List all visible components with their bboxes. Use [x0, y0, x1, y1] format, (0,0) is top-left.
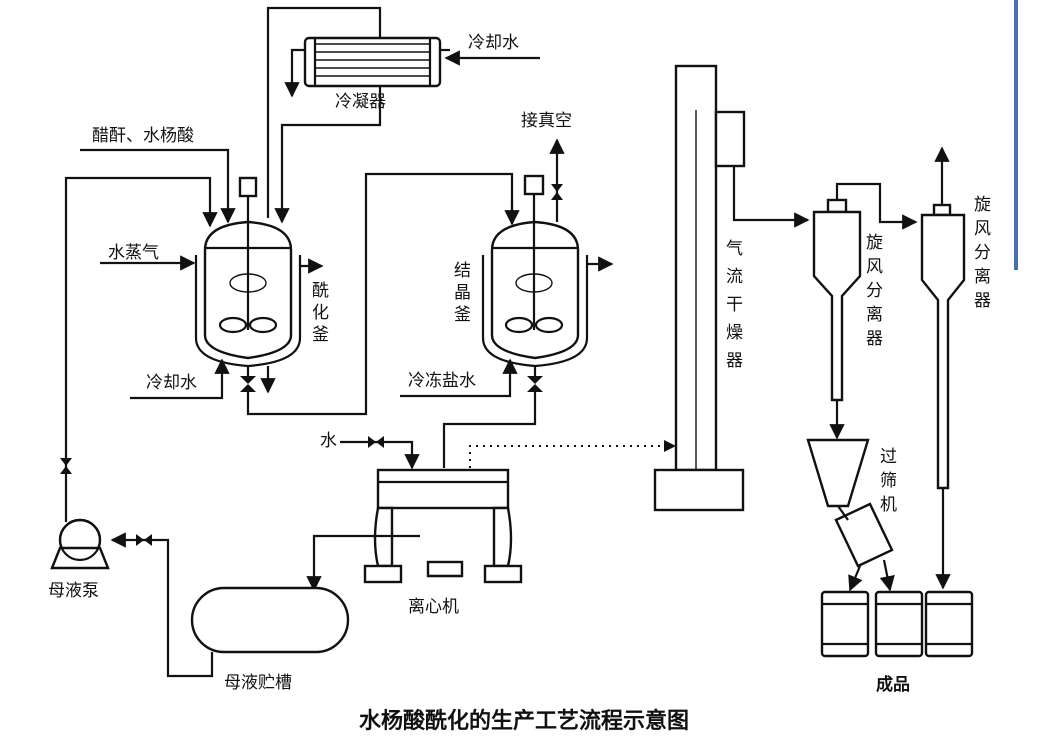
- solid-transfer-dotted-line: [469, 445, 664, 468]
- pump-return-to-kettle-pipe: [64, 176, 218, 522]
- cyclone1-to-cyclone2-pipe: [835, 182, 918, 230]
- product-drum-3: [924, 590, 974, 658]
- cyclone1-label-1: 旋: [866, 233, 883, 253]
- product-label: 成品: [876, 674, 910, 695]
- condensate-return-pipe: [274, 86, 382, 224]
- water-label: 水: [320, 431, 337, 451]
- cyclone1-label-5: 器: [866, 329, 883, 349]
- product-drum-2: [874, 590, 924, 658]
- cooling-water-top-label: 冷却水: [468, 33, 519, 53]
- sieve-label-1: 过: [880, 447, 897, 467]
- cyclone-separator-2: [920, 203, 966, 490]
- brine-pipe: [400, 358, 518, 398]
- feed-label: 醋酐、水杨酸: [92, 126, 194, 146]
- cyclone2-label-3: 分: [974, 243, 991, 263]
- crystallizer-label-2: 晶: [454, 283, 471, 303]
- dryer-to-cyclone1-pipe: [732, 166, 810, 228]
- mother-tank-label: 母液贮槽: [224, 673, 292, 693]
- airflow-dryer: [653, 64, 746, 512]
- transfer-pipe-to-crystallizer: [246, 172, 514, 416]
- condenser-label: 冷凝器: [335, 92, 386, 112]
- cyclone2-label-1: 旋: [974, 195, 991, 215]
- crystallizer: [481, 174, 589, 368]
- airflow-dryer-label-4: 燥: [726, 323, 743, 343]
- vacuum-valve: [551, 184, 563, 200]
- crystallizer-outlet-valve: [527, 376, 543, 392]
- cyclone1-label-3: 分: [866, 281, 883, 301]
- water-valve: [368, 436, 384, 448]
- mother-liquor-drain-pipe: [306, 534, 420, 592]
- cyclone-separator-1: [812, 198, 862, 402]
- slide-accent-bar: [1014, 0, 1018, 270]
- cooling-water-bottom-label: 冷却水: [146, 373, 197, 393]
- cyclone1-label-4: 离: [866, 305, 883, 325]
- water-pipe: [340, 440, 420, 470]
- acylation-kettle-label-1: 酰: [312, 281, 329, 301]
- mother-liquor-pump: [50, 518, 110, 570]
- crystallizer-label-3: 釜: [454, 305, 471, 325]
- crystallizer-label-1: 结: [454, 261, 471, 281]
- airflow-dryer-label-2: 流: [726, 267, 743, 287]
- acylation-kettle: [194, 176, 302, 368]
- sieve-label-3: 机: [880, 495, 897, 515]
- vapor-pipe: [266, 6, 382, 218]
- pump-inlet-valve: [136, 534, 152, 546]
- airflow-dryer-label-5: 器: [726, 351, 743, 371]
- airflow-dryer-label-3: 干: [726, 295, 743, 315]
- condenser: [290, 36, 450, 88]
- kettle-outlet-valve: [240, 376, 256, 392]
- cyclone2-label-2: 风: [974, 219, 991, 239]
- sieve-machine: [806, 438, 894, 568]
- acylation-kettle-label-2: 化: [312, 303, 329, 323]
- centrifuge: [363, 468, 523, 584]
- airflow-dryer-label-1: 气: [726, 239, 743, 259]
- product-drum-1: [820, 590, 870, 658]
- acylation-kettle-label-3: 釜: [312, 325, 329, 345]
- centrifuge-label: 离心机: [408, 597, 459, 617]
- cyclone2-label-5: 器: [974, 291, 991, 311]
- sieve-to-drum2-arrow: [879, 559, 895, 592]
- feed-pipe: [80, 148, 236, 224]
- brine-label: 冷冻盐水: [408, 371, 476, 391]
- crystallizer-to-centrifuge-pipe: [442, 366, 537, 468]
- mother-liquor-tank: [190, 586, 350, 654]
- diagram-title: 水杨酸酰化的生产工艺流程示意图: [359, 708, 689, 734]
- sieve-label-2: 筛: [880, 471, 897, 491]
- cooling-water-bottom-pipe: [130, 358, 230, 400]
- vacuum-label: 接真空: [521, 111, 572, 131]
- cyclone2-label-4: 离: [974, 267, 991, 287]
- solid-transfer-arrowhead: [664, 440, 676, 452]
- steam-label: 水蒸气: [108, 243, 159, 263]
- sieve-to-drum1-arrow: [848, 565, 863, 592]
- cyclone1-label-2: 风: [866, 257, 883, 277]
- pump-outlet-valve: [60, 458, 72, 474]
- mother-pump-label: 母液泵: [48, 581, 99, 601]
